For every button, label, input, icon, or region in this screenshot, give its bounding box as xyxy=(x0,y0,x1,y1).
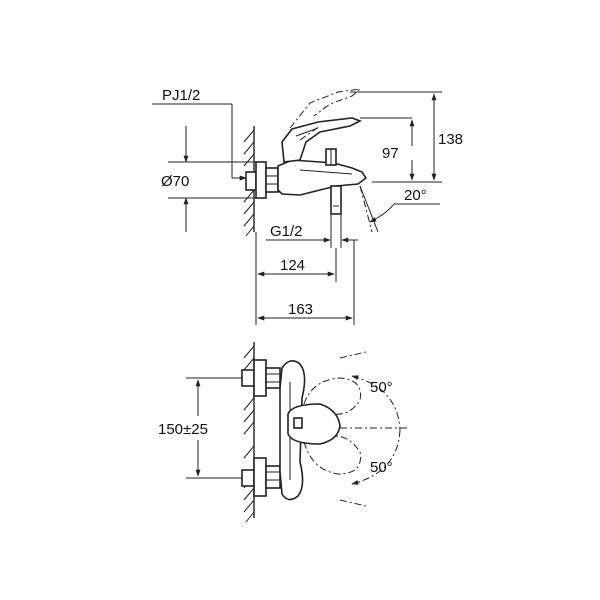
lever-open-phantom xyxy=(289,88,362,141)
mixer-body-side xyxy=(277,148,368,215)
dim-138 xyxy=(350,91,442,183)
label-outlet-thread: G1/2 xyxy=(270,223,303,240)
dim-outlet-thread xyxy=(266,214,358,248)
lever-phantom-up xyxy=(303,377,362,415)
wall-connection xyxy=(245,161,279,199)
dim-163 xyxy=(257,240,355,325)
label-angle-bottom: 50° xyxy=(370,459,393,476)
connection-top xyxy=(241,359,281,397)
dim-97 xyxy=(360,117,415,181)
label-depth-163: 163 xyxy=(288,301,313,318)
label-diameter: Ø70 xyxy=(161,173,189,190)
front-view: 50° 50° 150±25 xyxy=(158,342,408,523)
lever-side xyxy=(281,117,362,163)
dim-pj xyxy=(152,103,247,181)
dim-diameter xyxy=(168,126,256,232)
label-depth-124: 124 xyxy=(280,257,305,274)
axis-line xyxy=(359,185,373,233)
label-angle-20: 20° xyxy=(404,187,427,204)
wall-front xyxy=(243,342,255,523)
label-height-97: 97 xyxy=(382,145,399,162)
side-view: PJ1/2 Ø70 138 97 20° xyxy=(152,87,463,325)
label-thread-pj: PJ1/2 xyxy=(162,87,200,104)
dim-angle-20 xyxy=(369,203,440,223)
lever-phantom-down xyxy=(303,435,362,475)
angle-arc xyxy=(339,351,408,507)
lever-front xyxy=(287,403,341,445)
label-angle-top: 50° xyxy=(370,379,393,396)
dim-center-distance xyxy=(186,377,242,479)
label-height-138: 138 xyxy=(438,131,463,148)
label-center-distance: 150±25 xyxy=(158,421,208,438)
dim-124 xyxy=(255,232,337,325)
connection-bottom xyxy=(241,457,281,497)
